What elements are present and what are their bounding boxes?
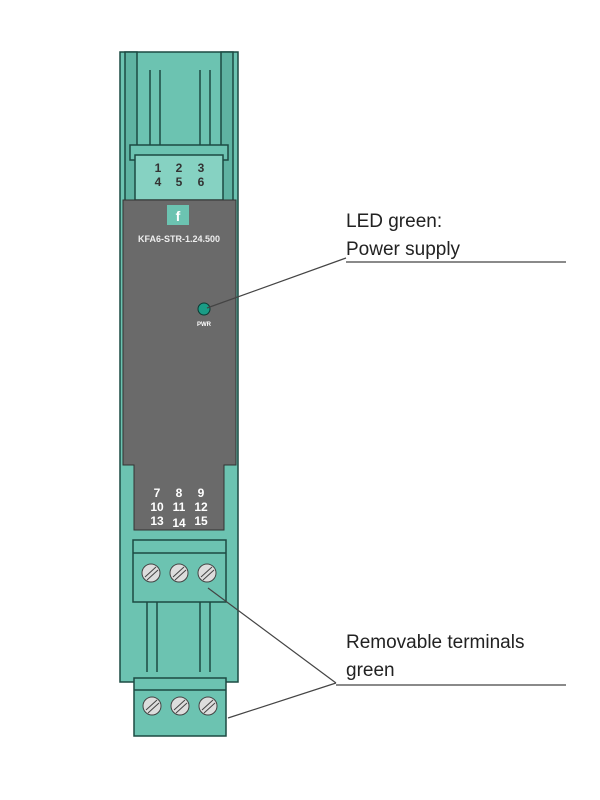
- pf-logo: f: [167, 205, 189, 225]
- led-callout-line1: LED green:: [346, 211, 442, 232]
- svg-text:f: f: [176, 208, 181, 224]
- terminal-6: 6: [198, 175, 205, 189]
- terminal-7: 7: [154, 486, 161, 500]
- terminal-5: 5: [176, 175, 183, 189]
- model-label: KFA6-STR-1.24.500: [138, 234, 220, 244]
- terminal-15: 15: [194, 514, 208, 528]
- terminals-callout-line2: green: [346, 660, 395, 681]
- removable-terminal-upper[interactable]: [132, 539, 227, 603]
- pwr-label: PWR: [197, 322, 212, 328]
- removable-terminal-lower[interactable]: [133, 677, 227, 737]
- housing-lower-rails: [146, 602, 211, 672]
- pwr-led: [197, 302, 211, 316]
- terminal-12: 12: [194, 500, 208, 514]
- led-callout-line2: Power supply: [346, 239, 461, 260]
- terminal-14: 14: [172, 516, 186, 530]
- terminal-4: 4: [155, 175, 162, 189]
- terminal-8: 8: [176, 486, 183, 500]
- terminal-10: 10: [150, 500, 164, 514]
- terminals-callout-line1: Removable terminals: [346, 632, 524, 653]
- terminal-1: 1: [155, 161, 162, 175]
- terminals-callout: Removable terminals green: [207, 587, 566, 719]
- terminal-2: 2: [176, 161, 183, 175]
- terminal-3: 3: [198, 161, 205, 175]
- led-callout: LED green: Power supply: [206, 211, 566, 309]
- terminal-9: 9: [198, 486, 205, 500]
- terminal-13: 13: [150, 514, 164, 528]
- front-panel: [122, 199, 237, 531]
- terminal-11: 11: [173, 500, 186, 514]
